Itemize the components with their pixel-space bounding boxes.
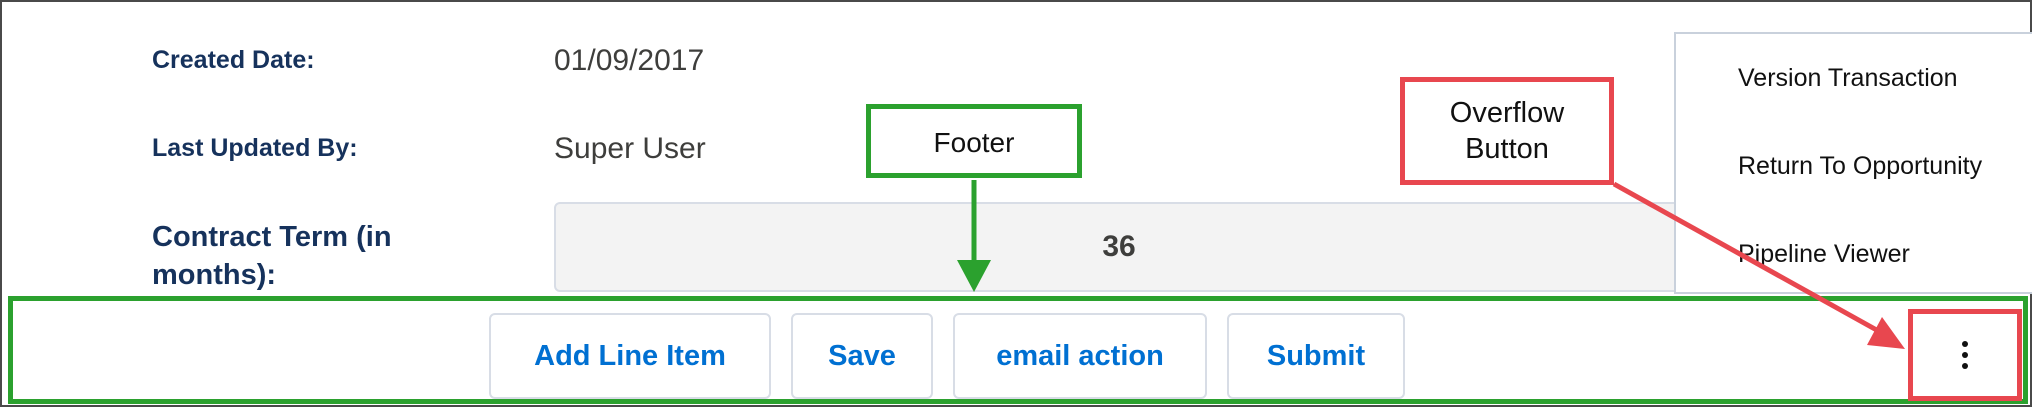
contract-term-input[interactable]: 36	[554, 202, 1684, 292]
menu-item-version-transaction[interactable]: Version Transaction	[1738, 64, 1958, 92]
created-date-value: 01/09/2017	[554, 44, 705, 77]
footer-bar: Add Line Item Save email action Submit	[8, 296, 2028, 404]
submit-button[interactable]: Submit	[1227, 313, 1405, 399]
created-date-label: Created Date:	[152, 46, 315, 74]
email-action-button[interactable]: email action	[953, 313, 1207, 399]
contract-term-label: Contract Term (in months):	[152, 221, 392, 291]
menu-item-pipeline-viewer[interactable]: Pipeline Viewer	[1738, 240, 1910, 268]
add-line-item-button[interactable]: Add Line Item	[489, 313, 771, 399]
overflow-button-callout: Overflow Button	[1400, 77, 1614, 185]
save-button[interactable]: Save	[791, 313, 933, 399]
overflow-button[interactable]	[1908, 309, 2022, 401]
last-updated-by-value: Super User	[554, 132, 706, 165]
overflow-menu: Version Transaction Return To Opportunit…	[1674, 32, 2032, 294]
footer-callout: Footer	[866, 104, 1082, 178]
vertical-ellipsis-icon	[1962, 341, 1968, 369]
menu-item-return-to-opportunity[interactable]: Return To Opportunity	[1738, 152, 1983, 180]
last-updated-by-label: Last Updated By:	[152, 134, 358, 162]
